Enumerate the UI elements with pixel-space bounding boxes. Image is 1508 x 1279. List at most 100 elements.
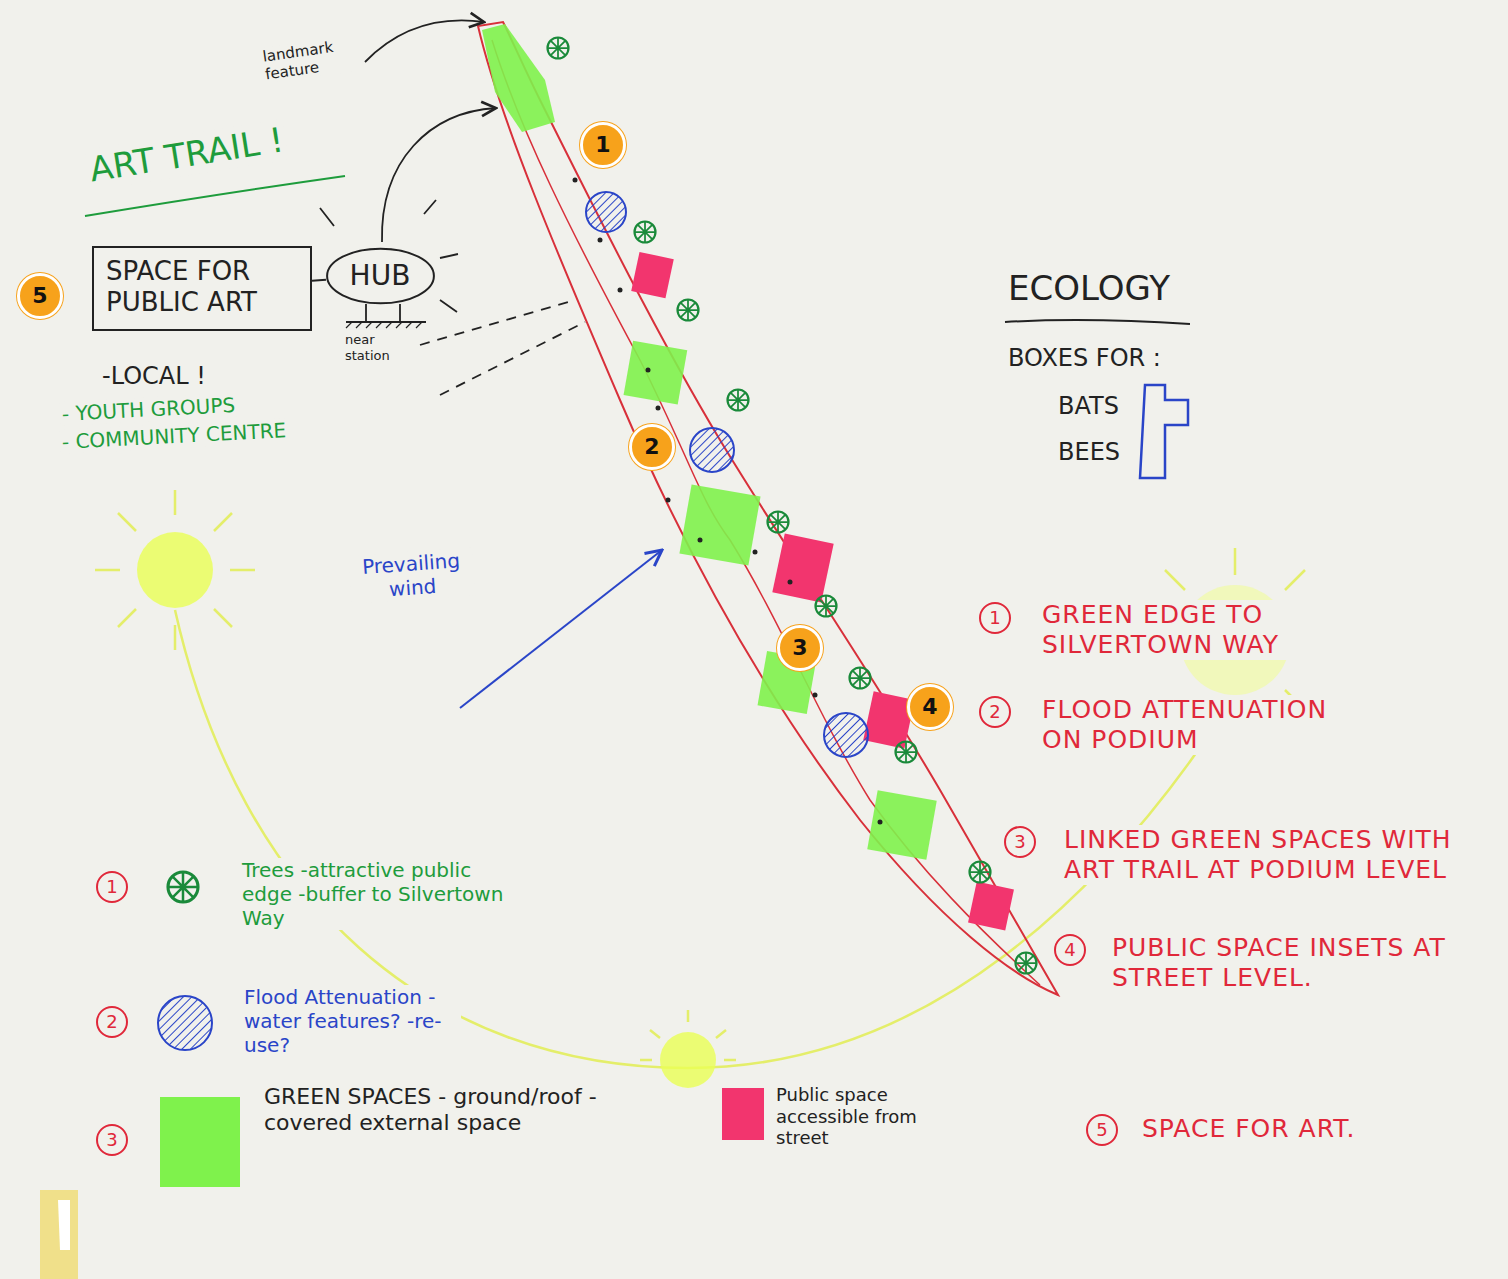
trail-dot — [788, 580, 793, 585]
marker-pen — [40, 1190, 78, 1279]
trail-dot — [813, 693, 818, 698]
green-space — [482, 24, 937, 860]
marker-pen — [40, 1190, 78, 1279]
tree-symbol — [548, 38, 569, 59]
green-space — [867, 790, 937, 860]
hub-detail — [320, 200, 458, 312]
hub-detail — [440, 322, 585, 395]
text-box: SPACE FOR PUBLIC ART — [92, 246, 312, 331]
public-space — [631, 252, 674, 298]
hub-detail — [420, 300, 575, 345]
public-space — [631, 252, 1014, 931]
list-number: 1 — [979, 602, 1011, 634]
tree-symbol — [678, 300, 699, 321]
tree-symbol — [635, 222, 656, 243]
flood-attenuation — [824, 713, 868, 757]
legend-text: Flood Attenuation -water features? -re-u… — [242, 985, 461, 1057]
arrow — [365, 20, 484, 62]
green-space — [624, 341, 688, 405]
trail-dot — [646, 368, 651, 373]
tree-symbol — [768, 512, 789, 533]
list-item: FLOOD ATTENUATION ON PODIUM — [1040, 695, 1374, 755]
trail-dot — [618, 288, 623, 293]
trail-dot — [573, 178, 578, 183]
connector — [312, 279, 326, 282]
flood-attenuation — [586, 192, 868, 757]
tree-symbol — [1016, 953, 1037, 974]
green-space — [482, 24, 555, 132]
tree-symbol — [850, 668, 871, 689]
hub-detail — [346, 304, 426, 322]
bat-box — [1140, 385, 1188, 478]
legend-symbol — [158, 872, 212, 1050]
list-number: 5 — [1086, 1114, 1118, 1146]
list-number: 3 — [1004, 826, 1036, 858]
arrow — [460, 550, 662, 708]
hub-outline — [327, 249, 434, 304]
site-strip — [478, 22, 1058, 995]
heading: ART TRAIL ! — [85, 119, 289, 191]
wind-label: Prevailing wind — [348, 547, 475, 604]
legend-text: GREEN SPACES - ground/roof - covered ext… — [262, 1084, 646, 1137]
site-strip — [478, 22, 1058, 995]
list-number: 2 — [979, 696, 1011, 728]
callout-number: 4 — [907, 684, 953, 730]
sun — [640, 1010, 736, 1060]
list-item: SPACE FOR ART. — [1140, 1114, 1444, 1144]
trail-dot — [573, 178, 883, 825]
hub-ellipse: HUB — [326, 247, 435, 305]
trail-dot — [698, 538, 703, 543]
underline — [1005, 320, 1190, 324]
list-number: 4 — [1054, 934, 1086, 966]
green-space — [679, 484, 760, 565]
underline — [85, 176, 1190, 324]
hub-detail — [346, 322, 422, 328]
callout-number: 2 — [629, 424, 675, 470]
trail-dot — [878, 820, 883, 825]
list-item: LINKED GREEN SPACES WITH ART TRAIL AT PO… — [1062, 825, 1481, 885]
callout-number: 3 — [777, 625, 823, 671]
sun — [137, 532, 213, 608]
flood-attenuation — [690, 428, 734, 472]
trail-dot — [753, 550, 758, 555]
callout-number: 5 — [17, 273, 63, 319]
trail-dot — [656, 406, 661, 411]
list-number: 3 — [96, 1124, 128, 1156]
trail-dot — [598, 238, 603, 243]
public-space — [968, 882, 1014, 931]
sun — [660, 1032, 716, 1088]
site-strip — [492, 40, 1040, 985]
heading: ECOLOGY — [1006, 268, 1172, 309]
legend-symbol — [158, 996, 212, 1050]
note: -LOCAL ! — [100, 362, 208, 391]
arrow — [365, 20, 662, 708]
tree-symbol — [728, 390, 749, 411]
tree-symbol — [970, 862, 991, 883]
hub-detail — [320, 200, 585, 395]
legend-swatch — [160, 1097, 240, 1187]
list-item: GREEN EDGE TO SILVERTOWN WAY — [1040, 600, 1424, 660]
bat-box — [1140, 385, 1188, 478]
list-number: 2 — [96, 1006, 128, 1038]
box-text: SPACE FOR PUBLIC ART — [106, 256, 296, 318]
box-text: HUB — [350, 259, 411, 293]
note: BOXES FOR : — [1006, 344, 1163, 373]
list-number: 1 — [96, 871, 128, 903]
tree-symbol — [816, 596, 837, 617]
marker-pen — [58, 1200, 70, 1250]
callout-number: 1 — [580, 122, 626, 168]
list-item: PUBLIC SPACE INSETS AT STREET LEVEL. — [1110, 933, 1484, 993]
trail-dot — [666, 498, 671, 503]
tree-symbol — [548, 38, 1037, 974]
sun — [95, 490, 255, 650]
sun — [95, 490, 1330, 1088]
annotation: landmark feature — [259, 35, 357, 84]
note: - YOUTH GROUPS — [59, 393, 237, 426]
legend-text: Public space accessible from street — [774, 1084, 953, 1149]
note: BEES — [1056, 438, 1122, 467]
public-space — [772, 533, 833, 602]
annotation: near station — [343, 332, 411, 363]
tree-symbol — [896, 742, 917, 763]
legend-symbol — [168, 872, 198, 902]
